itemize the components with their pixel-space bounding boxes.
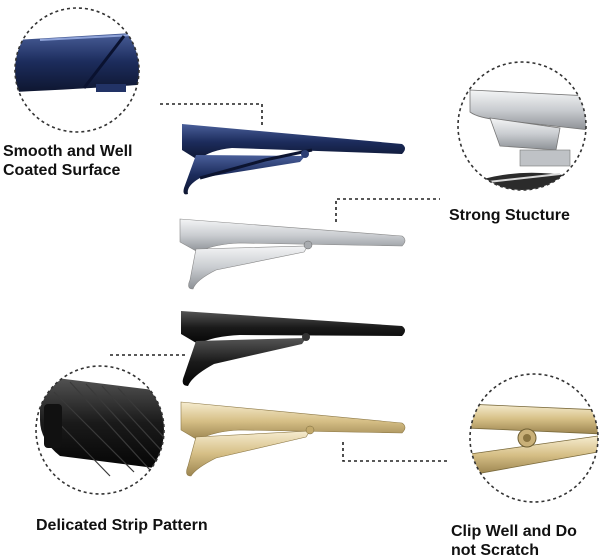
leader-lines [110, 103, 448, 462]
tie-clip-silver [179, 218, 406, 290]
detail-circle-clip [469, 373, 599, 503]
tie-clip-navy [182, 124, 405, 195]
label-clip-line2: not Scratch [451, 542, 540, 559]
detail-circle-strong [457, 61, 587, 191]
tie-clip-black [181, 311, 405, 386]
label-smooth-line1: Smooth and Well [3, 143, 133, 160]
leader-line-clip [342, 442, 448, 462]
leader-line-smooth [160, 103, 263, 127]
tie-clip-gold [180, 401, 406, 477]
label-strong-structure: Strong Stucture [449, 207, 570, 224]
label-clip-well: Clip Well and Do not Scratch [451, 522, 577, 560]
label-smooth-line2: Coated Surface [3, 162, 121, 179]
label-strip-pattern: Delicated Strip Pattern [36, 517, 208, 534]
label-smooth-coated-surface: Smooth and Well Coated Surface [3, 142, 132, 180]
detail-circle-smooth [14, 7, 140, 133]
label-clip-line1: Clip Well and Do [451, 523, 577, 540]
leader-line-strong [335, 198, 440, 222]
detail-circle-strip [35, 365, 165, 495]
